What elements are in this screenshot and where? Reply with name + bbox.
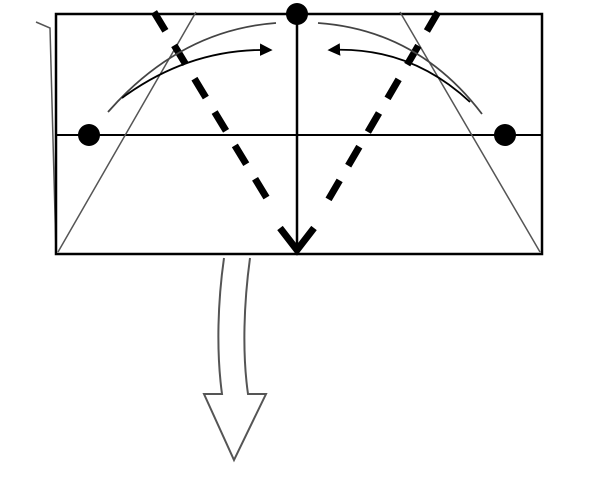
right-diagonal-line — [399, 11, 541, 253]
back-flap-edge — [35, 21, 57, 253]
left-dot-icon — [78, 124, 100, 146]
top-dot-icon — [286, 3, 308, 25]
right-curved-arrow-icon — [327, 43, 471, 103]
right-outer-curve — [317, 22, 483, 115]
hollow-arrow-icon — [202, 257, 268, 463]
left-diagonal-line — [57, 11, 197, 253]
left-outer-curve — [107, 22, 277, 113]
chevron-down-icon — [277, 225, 317, 256]
right-dot-icon — [494, 124, 516, 146]
left-curved-arrow-icon — [121, 43, 273, 99]
